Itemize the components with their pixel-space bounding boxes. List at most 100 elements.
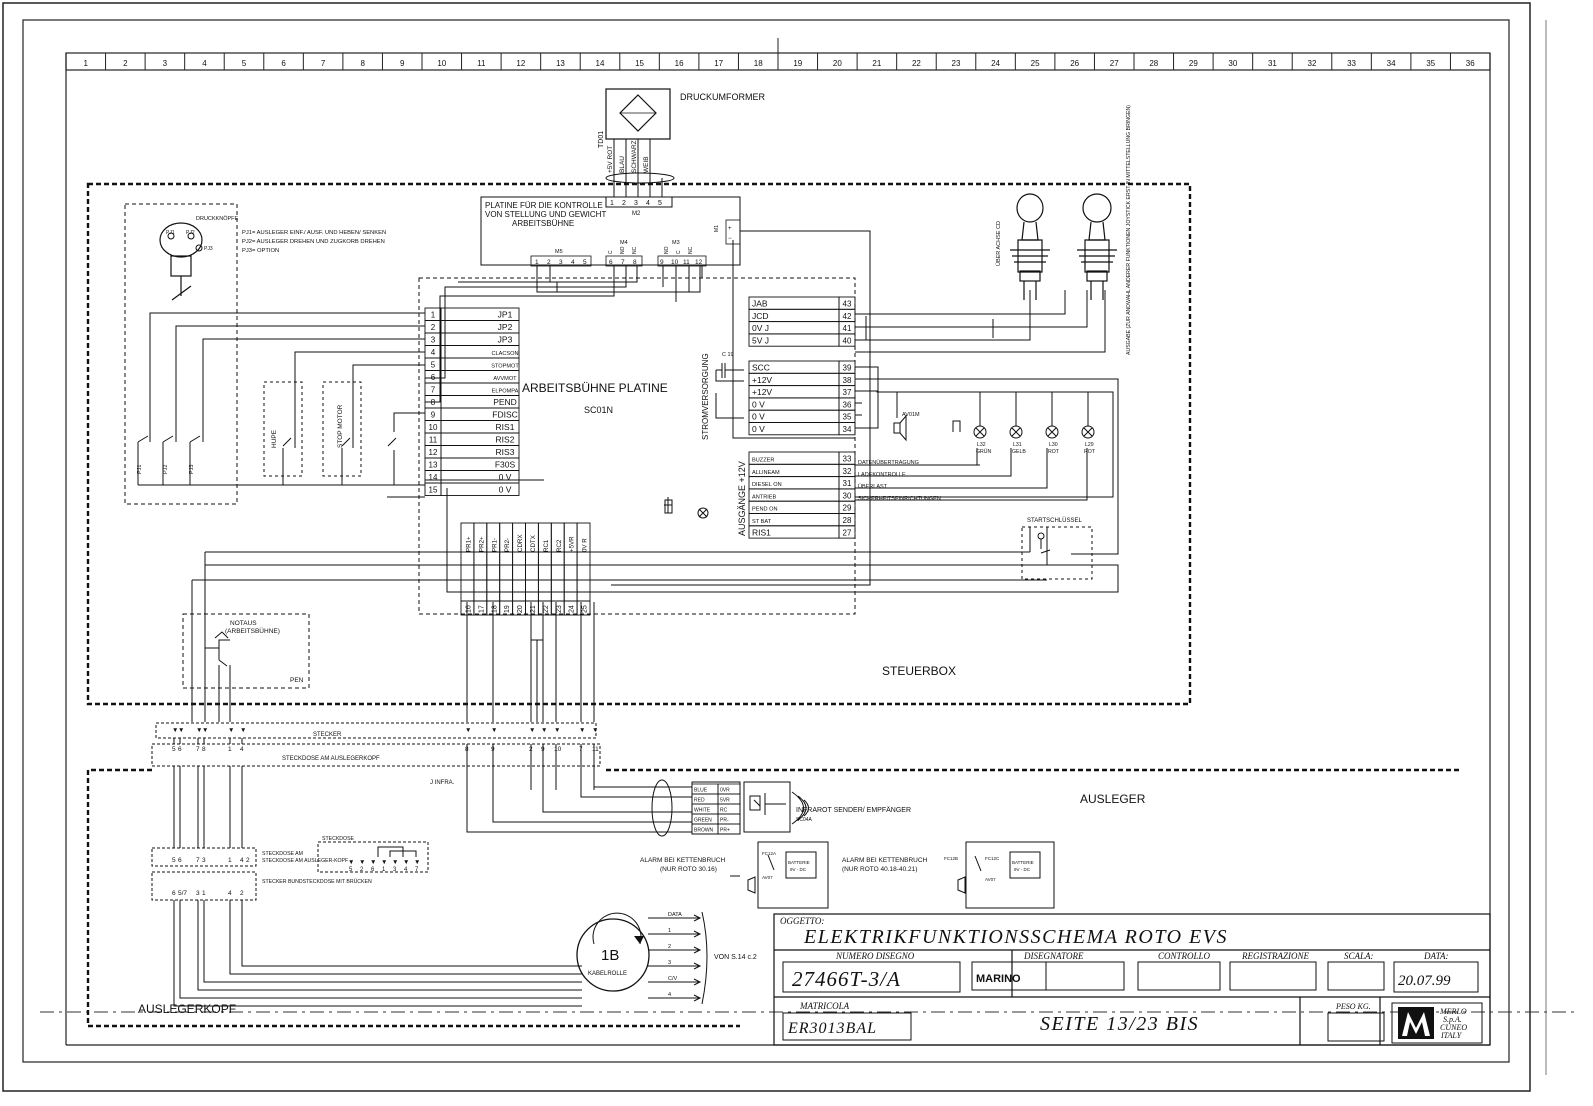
- column-number: 20: [833, 59, 842, 68]
- pin-number: 3: [196, 890, 200, 897]
- wire-label: SCHWARZ: [631, 140, 638, 173]
- signal-line-label: DATENÜBERTRAGUNG: [858, 459, 919, 466]
- pin-number: 1: [228, 857, 232, 864]
- pin-label: STOPMOT: [491, 364, 519, 370]
- pin-number: ▼: [579, 727, 585, 734]
- pin-number: ▼: [491, 727, 497, 734]
- pin-label: BUZZER: [752, 458, 774, 464]
- column-number: 7: [321, 59, 326, 68]
- pin-number: 2: [529, 746, 533, 753]
- pin-number: 1: [228, 746, 232, 753]
- pin-number: 6: [172, 890, 176, 897]
- steuerbox-label: STEUERBOX: [882, 664, 956, 678]
- svg-text:+: +: [728, 226, 732, 232]
- scala-label: SCALA:: [1344, 951, 1374, 961]
- hupe-label: HUPE: [271, 429, 278, 448]
- pin-number: ▼: [381, 859, 387, 866]
- numero-label: NUMERO DISEGNO: [835, 951, 915, 961]
- pin-label: RIS1: [496, 422, 515, 432]
- pin-number: ▼: [403, 859, 409, 866]
- pin-number: 7: [431, 386, 436, 395]
- position-weight-control-board: PLATINE FÜR DIE KONTROLLE VON STELLUNG U…: [480, 196, 741, 267]
- drawing-date: 20.07.99: [1398, 973, 1451, 989]
- pin-label: AVVMOT: [493, 376, 517, 382]
- transducer-tag: TD01: [598, 131, 605, 148]
- signal-line-label: LADEKONTROLLE: [858, 472, 906, 478]
- pin-label: PEND: [493, 397, 517, 407]
- pin-number: 10: [429, 423, 438, 432]
- pin-number: 9: [541, 746, 545, 753]
- pin-number: 36: [843, 400, 852, 409]
- pin-number: ▼: [370, 859, 376, 866]
- pushbutton-note: PJ3= OPTION: [242, 248, 279, 254]
- switch-tag: FC12B: [944, 856, 958, 861]
- contact-label: NO: [620, 246, 626, 254]
- wire-label: BLAU: [619, 156, 626, 173]
- pin-number: 1: [610, 200, 614, 207]
- pin-number: ▼: [465, 727, 471, 734]
- pin-number: 4: [240, 857, 244, 864]
- button-tag: PJ1: [137, 465, 143, 474]
- pin-label: RIS3: [496, 447, 515, 457]
- stecker-dose-label: STECKDOSE AM AUSLEGERKOPF: [282, 756, 380, 762]
- pin-number: 5: [172, 857, 176, 864]
- pushbutton-note: PJ1= AUSLEGER EINF./ AUSF. UND HEBEN/ SE…: [242, 230, 386, 236]
- wire-signal: PR+: [720, 828, 730, 834]
- pin-label: RIS1: [752, 527, 771, 537]
- pin-number: ▼: [178, 727, 184, 734]
- connector-tag: M4: [620, 240, 628, 246]
- pin-number: ▼: [359, 859, 365, 866]
- wire-signal: 5VR: [720, 798, 730, 804]
- button-tag: PJ3: [189, 465, 195, 474]
- pin-label: PR2-: [504, 538, 511, 552]
- pin-number: 14: [429, 473, 438, 482]
- pin-number: 29: [843, 504, 852, 513]
- pushbutton-note: PJ2= AUSLEGER DREHEN UND ZUGKORB DREHEN: [242, 239, 385, 245]
- pin-number: 4: [240, 746, 244, 753]
- lamp-tag: L30: [1049, 442, 1058, 448]
- pin-number: 40: [843, 336, 852, 345]
- pin-number: 27: [843, 528, 852, 537]
- pin-label: 0V R: [582, 538, 589, 552]
- reel-output-label: DATA: [668, 912, 682, 918]
- joystick-right-label: AUSGABE (ZUR ANDWAHL ANDERER FUNKTIONEN …: [1126, 105, 1132, 355]
- pin-number: 9: [491, 746, 495, 753]
- pin-number: 32: [843, 467, 852, 476]
- column-number: 12: [516, 59, 525, 68]
- column-number: 2: [123, 59, 128, 68]
- column-number: 9: [400, 59, 405, 68]
- pin-number: 8: [633, 259, 637, 266]
- pin-label: CDRX: [517, 534, 524, 552]
- buzzer-tag: AV07: [762, 875, 773, 880]
- infrared-code: SC04A: [796, 817, 813, 823]
- oggetto-label: OGGETTO:: [780, 916, 824, 926]
- pin-label: JP3: [498, 335, 513, 345]
- column-number: 35: [1426, 59, 1435, 68]
- company-name: MERLO: [1439, 1007, 1467, 1016]
- signal-lamps: DATENÜBERTRAGUNG LADEKONTROLLE ÜBERLAST …: [858, 392, 1096, 502]
- column-number: 6: [281, 59, 286, 68]
- alarm-text: (NUR ROTO 30.16): [660, 866, 717, 873]
- alarm-text: ALARM BEI KETTENBRUCH: [842, 857, 928, 864]
- outputs-label: AUSGÄNGE +12V: [737, 461, 747, 536]
- signal-line-label: SICHERHEITSEINRICHTUNGEN: [858, 496, 941, 502]
- pin-label: PR1-: [491, 538, 498, 552]
- signal-line-label: ÜBERLAST: [858, 483, 888, 490]
- pin-number: 6: [178, 746, 182, 753]
- pin-label: ALLINEAM: [752, 470, 780, 476]
- infra-label: J INFRA.: [430, 780, 455, 786]
- steuerbox-enclosure: [86, 182, 1192, 706]
- column-number: 28: [1149, 59, 1158, 68]
- connector-tag: M1: [714, 225, 720, 232]
- column-number: 15: [635, 59, 644, 68]
- outer-border: [2, 2, 1531, 1092]
- pin-number: 7: [196, 857, 200, 864]
- pushbutton-title: DRUCKKNÖPFE: [196, 215, 239, 222]
- pin-number: 15: [429, 486, 438, 495]
- reel-output-label: C/V: [668, 976, 678, 982]
- pin-number: 31: [843, 479, 852, 488]
- pin-number: ▼: [541, 727, 547, 734]
- company-logo: MERLO S.p.A. CUNEO ITALY: [1398, 1007, 1467, 1040]
